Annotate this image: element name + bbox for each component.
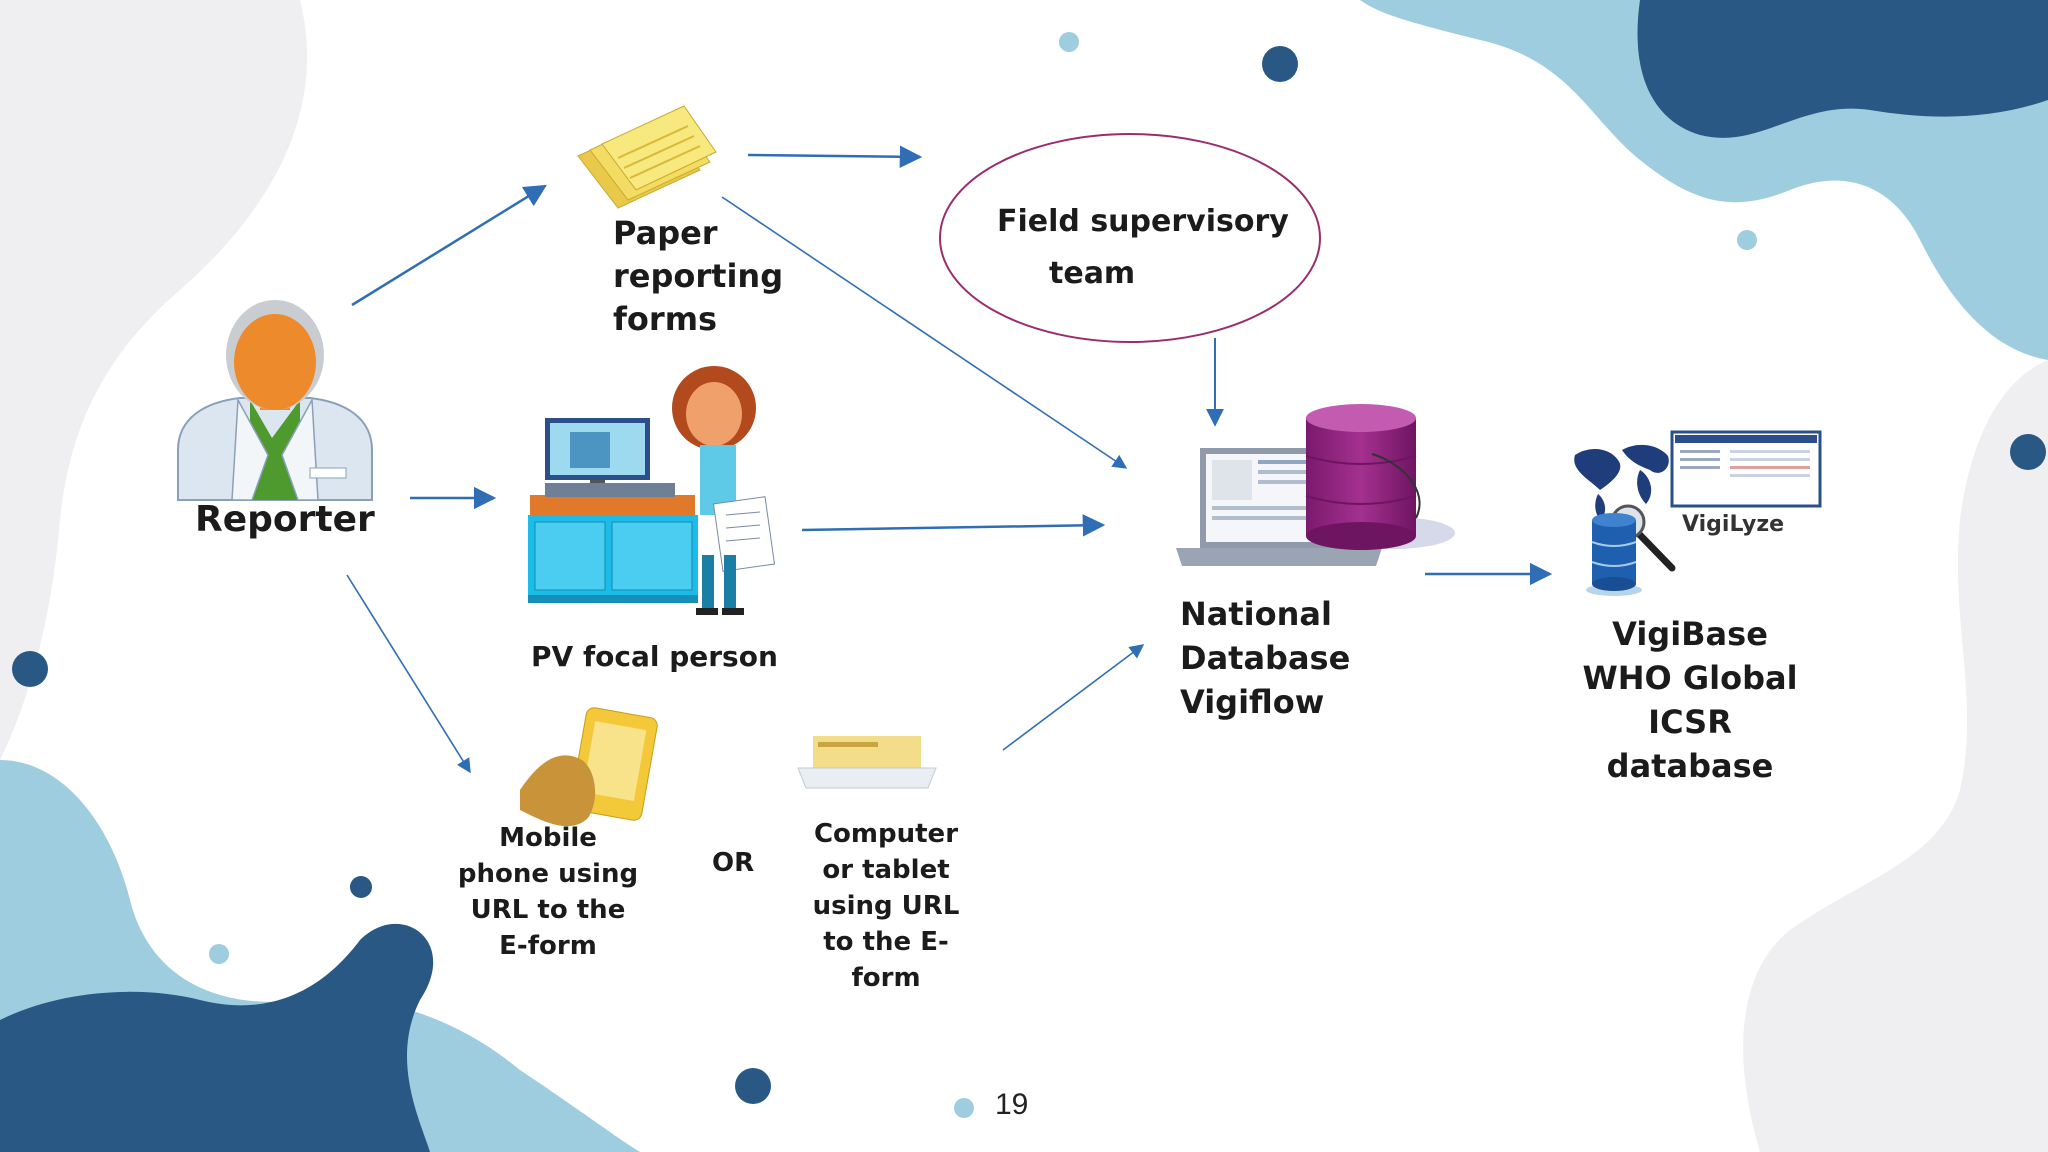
computer-label: Computer or tablet using URL to the E- f… <box>812 819 960 993</box>
paper-forms-label: Paper reporting forms <box>613 214 784 338</box>
paper-forms-icon <box>577 105 717 209</box>
page-number: 19 <box>995 1088 1029 1121</box>
vigilyze-label: VigiLyze <box>1682 512 1785 537</box>
mobile-phone-icon <box>520 707 658 827</box>
reporter-label: Reporter <box>195 499 375 540</box>
database-icon <box>1305 404 1455 550</box>
vigibase-label: VigiBase WHO Global ICSR database <box>1582 615 1798 785</box>
flow-arrows <box>346 145 1553 774</box>
reporter-icon <box>177 300 373 501</box>
field-team-ellipse <box>939 133 1321 343</box>
pv-focal-person-label: PV focal person <box>531 640 778 673</box>
field-team-label: Field supervisory team <box>997 204 1289 291</box>
vigibase-database-icon <box>1586 513 1642 596</box>
arrow-paper-to-national <box>721 196 1128 469</box>
pv-focal-person-icon <box>528 366 776 615</box>
arrow-reporter-to-paper <box>351 184 547 307</box>
vigilyze-screen-icon <box>1670 430 1822 508</box>
mobile-label: Mobile phone using URL to the E-form <box>457 823 639 961</box>
arrow-computer-to-national <box>1002 644 1145 751</box>
arrow-reporter-to-mobile <box>346 574 471 774</box>
arrow-pv-to-national <box>801 514 1106 537</box>
computer-tablet-icon <box>797 736 937 789</box>
or-label: OR <box>712 848 755 878</box>
arrow-paper-to-field-team <box>747 145 923 169</box>
national-database-label: National Database Vigiflow <box>1180 595 1351 721</box>
globe-map-icon <box>1574 444 1669 520</box>
